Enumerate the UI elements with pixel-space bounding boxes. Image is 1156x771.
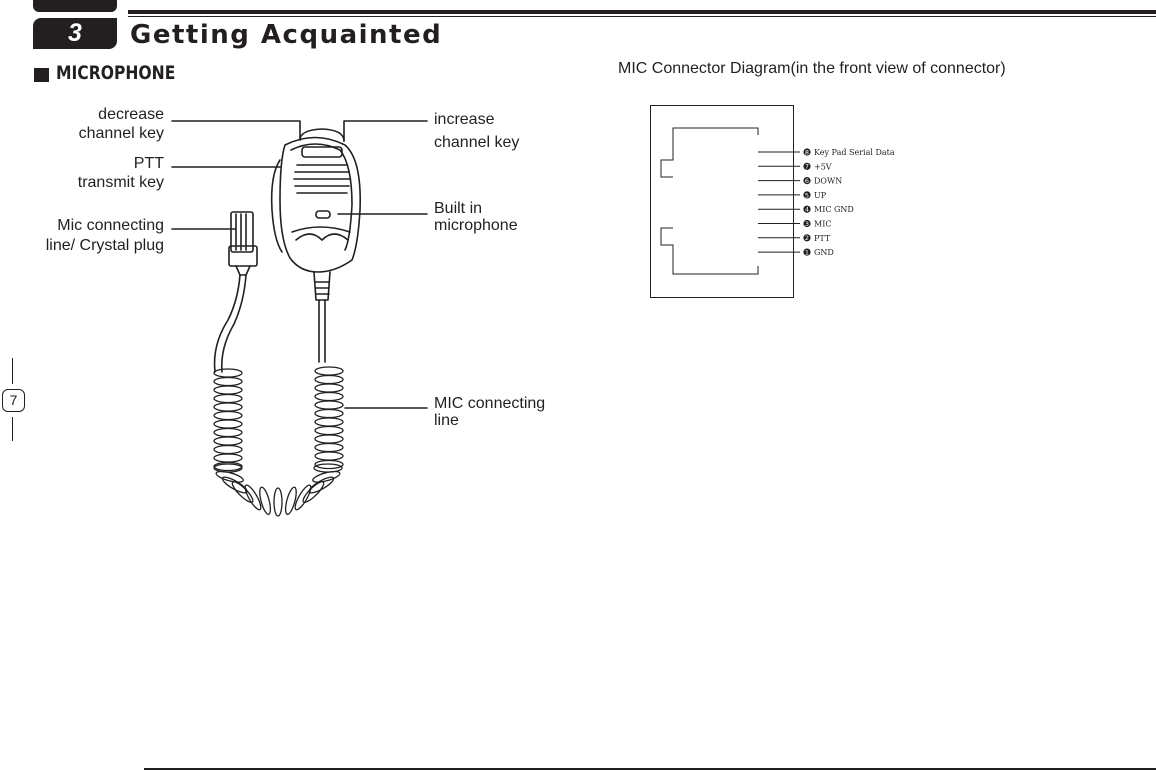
cable-coil <box>314 417 344 427</box>
footer-rule <box>144 768 1156 770</box>
connector-pin-number: 6 <box>805 177 809 185</box>
cable-coil <box>314 434 344 444</box>
cable-coil <box>213 402 243 412</box>
microphone-illustration <box>171 120 428 517</box>
connector-diagram-title: MIC Connector Diagram(in the front view … <box>618 60 1006 77</box>
cable-coil <box>314 425 344 436</box>
connector-outline <box>650 105 794 298</box>
chapter-title: Getting Acquainted <box>130 20 443 50</box>
cable-coil <box>221 476 248 494</box>
cable-coil <box>294 484 312 511</box>
cable-coil <box>213 427 243 438</box>
cable-coil <box>213 419 243 429</box>
cable-coil <box>284 486 297 516</box>
connector-pin-label: GND <box>814 248 834 257</box>
cable-coil <box>314 383 344 393</box>
connector-pin-number: 1 <box>805 249 809 257</box>
cable-coil <box>314 400 344 410</box>
cable-coil <box>314 408 344 419</box>
builtin-label-line1: Built in <box>434 200 483 217</box>
connector-pin-marker <box>803 148 811 156</box>
connector-pin-marker <box>803 219 811 228</box>
page-number-rule-bottom <box>12 417 13 441</box>
connector-pin-marker <box>803 177 811 185</box>
cable-coil <box>313 463 343 473</box>
connector-pin-marker <box>803 234 811 242</box>
cable-coil <box>259 486 272 516</box>
connector-pin-label: MIC GND <box>814 205 854 214</box>
builtin-label-line2: microphone <box>434 217 518 234</box>
connector-pin-label: PTT <box>814 234 831 243</box>
connector-pin-number: 2 <box>805 234 809 242</box>
connector-pin-number: 7 <box>805 163 809 171</box>
page-number: 7 <box>2 389 25 412</box>
connector-pin-label: DOWN <box>814 177 842 186</box>
cable-coil <box>213 410 243 421</box>
mic-line-label-line1: MIC connecting <box>434 395 546 412</box>
plug-label-line2: line/ Crystal plug <box>45 237 164 254</box>
decrease-label-line1: decrease <box>98 106 164 123</box>
connector-pin-number: 8 <box>805 148 809 156</box>
cable-coil <box>213 376 243 387</box>
ptt-label-line2: transmit key <box>77 174 164 191</box>
cable-coil <box>213 393 243 404</box>
connector-pin-number: 4 <box>805 206 809 214</box>
cable-coil <box>314 366 344 376</box>
ptt-label-line1: PTT <box>133 155 164 172</box>
cable-coil <box>314 374 344 385</box>
chapter-badge <box>33 18 117 49</box>
title-rule-thin <box>128 16 1156 17</box>
title-rule <box>128 10 1156 14</box>
cable-coil <box>273 487 283 517</box>
page-number-rule-top <box>12 358 13 384</box>
connector-pin-marker <box>803 162 811 170</box>
cable-coil <box>314 451 344 461</box>
cable-coil <box>314 442 344 453</box>
mic-line-label-line2: line <box>434 412 459 429</box>
chapter-number: 3 <box>68 19 82 47</box>
connector-pin-marker <box>803 248 811 256</box>
connector-pin-label: MIC <box>814 220 831 229</box>
cable-coil <box>213 461 243 472</box>
increase-label-line1: increase <box>434 111 495 128</box>
connector-pin-number: 3 <box>805 220 809 228</box>
connector-pin-marker <box>803 191 811 199</box>
cable-coil <box>314 459 344 470</box>
cable-coil <box>244 484 262 511</box>
cable-coil <box>314 391 344 402</box>
cable-coil <box>213 436 243 446</box>
cable-coil <box>213 368 243 378</box>
cable-coil <box>312 470 341 483</box>
cable-coil <box>213 453 243 463</box>
plug-label-line1: Mic connecting <box>57 217 164 234</box>
chapter-badge-top <box>33 0 117 12</box>
connector-pin-label: Key Pad Serial Data <box>814 148 895 157</box>
cable-coil <box>308 476 335 494</box>
section-bullet-icon <box>34 68 49 82</box>
decrease-label-line2: channel key <box>78 125 164 142</box>
cable-coil <box>213 444 243 455</box>
cable-coil <box>215 470 244 483</box>
increase-label-line2: channel key <box>434 134 520 151</box>
section-title: MICROPHONE <box>56 62 176 84</box>
cable-coil <box>213 385 243 395</box>
connector-pin-marker <box>803 205 811 213</box>
connector-pin-number: 5 <box>805 191 809 199</box>
connector-pin-label: UP <box>814 191 827 200</box>
connector-pin-label: +5V <box>814 162 832 171</box>
